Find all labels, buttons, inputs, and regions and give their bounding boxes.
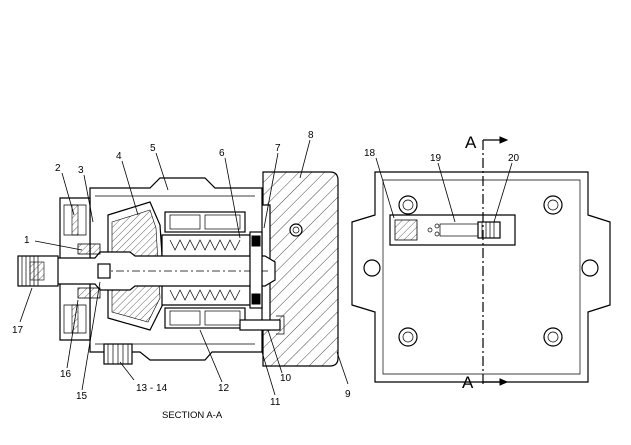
callout-3: 3 <box>78 165 84 176</box>
end-view-bolt-holes <box>363 195 599 347</box>
callout-17: 17 <box>12 325 24 336</box>
leader-lines <box>19 139 349 396</box>
callout-12: 12 <box>218 383 230 394</box>
section-view <box>17 139 349 396</box>
valve-plate <box>249 231 263 309</box>
callout-16: 16 <box>60 369 72 380</box>
callout-4: 4 <box>116 151 122 162</box>
callout-1: 1 <box>24 235 30 246</box>
callout-13-14: 13 - 14 <box>136 383 168 394</box>
callout-2: 2 <box>55 163 61 174</box>
callout-18: 18 <box>364 148 376 159</box>
barrel-spring <box>169 239 241 301</box>
head-plug <box>289 223 303 237</box>
drive-shaft <box>39 251 276 291</box>
callout-6: 6 <box>219 148 225 159</box>
section-marker-bottom: A <box>462 373 474 392</box>
end-view <box>351 136 611 386</box>
callout-10: 10 <box>280 373 292 384</box>
end-view-body <box>351 171 611 383</box>
callout-15: 15 <box>76 391 88 402</box>
callout-11: 11 <box>270 397 281 408</box>
section-marker-top: A <box>465 133 477 152</box>
callout-7: 7 <box>275 143 281 154</box>
shaft-seal <box>77 243 101 255</box>
head-bolt <box>239 319 281 331</box>
leader-lines-end <box>375 157 513 223</box>
callout-5: 5 <box>150 143 156 154</box>
section-caption: SECTION A-A <box>162 410 223 421</box>
callout-20: 20 <box>508 153 520 164</box>
callout-19: 19 <box>430 153 442 164</box>
callout-9: 9 <box>345 389 351 400</box>
callout-8: 8 <box>308 130 314 141</box>
